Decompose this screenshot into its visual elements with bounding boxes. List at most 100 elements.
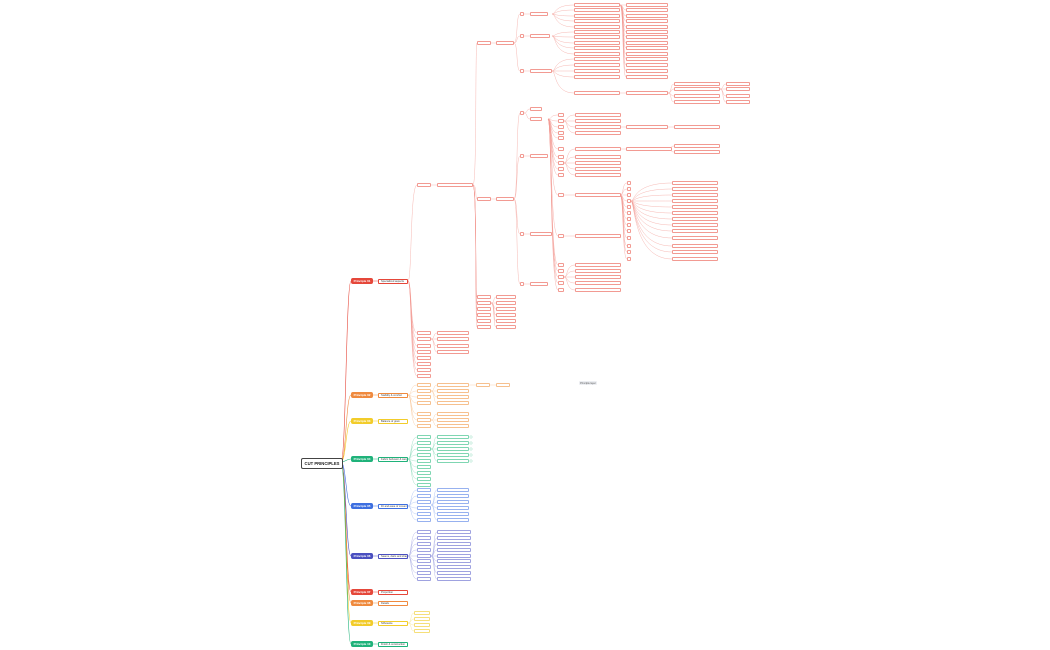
level-1-node[interactable] <box>417 383 431 387</box>
principle-04-node[interactable]: Principle 04 <box>351 456 373 462</box>
level-9-node[interactable] <box>627 193 631 197</box>
level-10-node[interactable] <box>672 199 718 203</box>
level-8-node[interactable] <box>575 193 621 197</box>
level-4-node[interactable] <box>496 41 514 45</box>
level-9-node[interactable] <box>626 8 668 12</box>
principle-02-node[interactable]: Principle 02 <box>351 392 373 398</box>
level-9-node[interactable] <box>626 75 668 79</box>
level-1-node[interactable] <box>417 542 431 546</box>
level-9-node[interactable] <box>627 250 631 254</box>
level-1-node[interactable] <box>417 183 431 187</box>
level-7-node[interactable] <box>558 234 564 238</box>
level-7-node[interactable] <box>558 193 564 197</box>
level-9-node[interactable] <box>627 244 631 248</box>
level-10-node[interactable] <box>672 223 718 227</box>
level-8-node[interactable] <box>575 161 621 165</box>
principle-06-node[interactable]: Principle 06 <box>351 553 373 559</box>
level-10-node[interactable] <box>672 217 718 221</box>
level-9-node[interactable] <box>627 205 631 209</box>
level-1-node[interactable] <box>414 617 430 621</box>
level-1-node[interactable] <box>417 571 431 575</box>
level-7-node[interactable] <box>574 69 620 73</box>
level-2-node[interactable] <box>437 548 471 552</box>
level-7-node[interactable] <box>558 131 564 135</box>
level-1-node[interactable] <box>414 629 430 633</box>
level-9-node[interactable] <box>627 229 631 233</box>
level-2-node[interactable] <box>437 337 469 341</box>
level-2-node[interactable] <box>437 577 471 581</box>
level-4-node[interactable] <box>496 325 516 329</box>
level-1-node[interactable] <box>417 554 431 558</box>
level-6-node[interactable] <box>530 117 542 121</box>
level-10-node[interactable] <box>672 187 718 191</box>
level-8-node[interactable] <box>575 288 621 292</box>
level-2-node[interactable] <box>437 453 469 457</box>
level-2-node[interactable] <box>437 412 469 416</box>
level-7-node[interactable] <box>558 173 564 177</box>
level-1-node[interactable] <box>417 412 431 416</box>
root-node[interactable]: CUT PRINCIPLES <box>301 458 343 469</box>
level-9-node[interactable] <box>626 63 668 67</box>
level-6-node[interactable] <box>530 107 542 111</box>
level-9-node[interactable] <box>626 125 668 129</box>
principle-06-subtopic[interactable]: Seams, darts and shaping <box>378 553 408 559</box>
level-2-node[interactable] <box>437 350 469 354</box>
level-3-node[interactable] <box>476 383 490 387</box>
level-9-node[interactable] <box>627 236 631 240</box>
level-9-node[interactable] <box>626 147 672 151</box>
level-3-node[interactable] <box>477 313 491 317</box>
level-1-node[interactable] <box>417 465 431 469</box>
level-6-node[interactable] <box>530 232 552 236</box>
level-9-node[interactable] <box>626 14 668 18</box>
level-9-node[interactable] <box>627 217 631 221</box>
level-9-node[interactable] <box>626 57 668 61</box>
level-10-node[interactable] <box>674 100 720 104</box>
level-8-node[interactable] <box>575 155 621 159</box>
level-5-node[interactable] <box>520 232 524 236</box>
level-9-node[interactable] <box>627 181 631 185</box>
principle-05-node[interactable]: Principle 05 <box>351 503 373 509</box>
level-1-node[interactable] <box>417 435 431 439</box>
level-2-node[interactable] <box>437 571 471 575</box>
level-7-node[interactable] <box>558 269 564 273</box>
level-8-node[interactable] <box>575 263 621 267</box>
principle-01-subtopic[interactable]: Specialized aspects <box>378 278 408 284</box>
level-9-node[interactable] <box>627 187 631 191</box>
level-9-node[interactable] <box>627 199 631 203</box>
level-2-node[interactable] <box>437 542 471 546</box>
level-2-node[interactable] <box>437 418 469 422</box>
level-10-node[interactable] <box>672 181 718 185</box>
level-9-node[interactable] <box>626 69 668 73</box>
level-1-node[interactable] <box>417 389 431 393</box>
level-1-node[interactable] <box>417 447 431 451</box>
level-1-node[interactable] <box>417 477 431 481</box>
level-1-node[interactable] <box>417 453 431 457</box>
level-7-node[interactable] <box>558 161 564 165</box>
level-1-node[interactable] <box>417 459 431 463</box>
level-1-node[interactable] <box>417 471 431 475</box>
level-8-node[interactable] <box>575 131 621 135</box>
level-2-node[interactable] <box>437 559 471 563</box>
level-7-node[interactable] <box>574 63 620 67</box>
level-9-node[interactable] <box>626 25 668 29</box>
level-7-node[interactable] <box>574 91 620 95</box>
level-1-node[interactable] <box>417 395 431 399</box>
level-10-node[interactable] <box>672 229 718 233</box>
level-7-node[interactable] <box>574 52 620 56</box>
level-8-node[interactable] <box>575 113 621 117</box>
level-8-node[interactable] <box>575 119 621 123</box>
level-9-node[interactable] <box>626 46 668 50</box>
principle-04-subtopic[interactable]: Fabric behavior & weight <box>378 456 408 462</box>
level-1-node[interactable] <box>417 494 431 498</box>
level-2-node[interactable] <box>437 183 473 187</box>
level-4-node[interactable] <box>496 301 516 305</box>
level-10-node[interactable] <box>674 125 720 129</box>
level-6-node[interactable] <box>530 154 548 158</box>
level-5-node[interactable] <box>520 282 524 286</box>
level-8-node[interactable] <box>575 147 621 151</box>
level-1-node[interactable] <box>417 368 431 372</box>
level-2-node[interactable] <box>437 565 471 569</box>
level-1-node[interactable] <box>417 441 431 445</box>
level-1-node[interactable] <box>417 424 431 428</box>
